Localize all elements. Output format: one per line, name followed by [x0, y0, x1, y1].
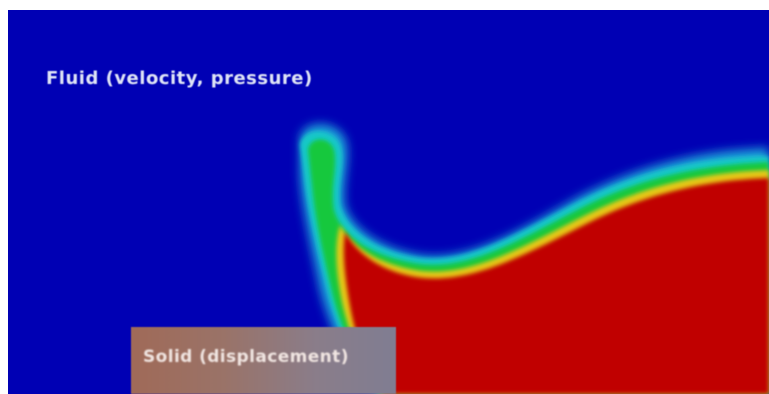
solid-panel: Solid (displacement) [131, 327, 396, 394]
solid-deformed-region [343, 178, 769, 394]
solid-label: Solid (displacement) [143, 347, 349, 367]
fluid-label: Fluid (velocity, pressure) [46, 68, 313, 89]
